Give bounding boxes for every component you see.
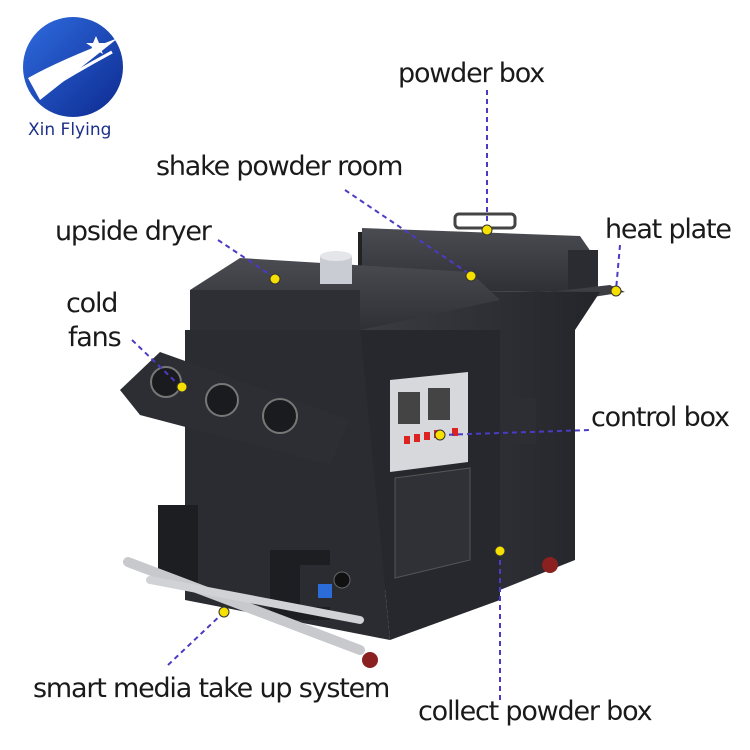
brand-logo-icon	[23, 17, 123, 117]
cold-fans-panel	[120, 352, 350, 465]
label-cold-fans-line1: cold	[66, 288, 118, 319]
label-upside-dryer: upside dryer	[55, 216, 212, 247]
label-smart-media: smart media take up system	[33, 673, 390, 704]
label-heat-plate: heat plate	[605, 214, 732, 245]
label-shake-powder-room: shake powder room	[156, 151, 403, 182]
label-control-box: control box	[591, 402, 730, 433]
callout-markers	[176, 224, 622, 618]
label-collect-powder-box: collect powder box	[418, 696, 653, 727]
media-take-up-system	[123, 505, 558, 668]
control-panel	[390, 372, 471, 579]
label-powder-box: powder box	[398, 58, 545, 89]
brand-name: Xin Flying	[28, 120, 112, 140]
label-cold-fans-line2: fans	[68, 322, 122, 353]
callout-leader-lines	[131, 90, 621, 700]
